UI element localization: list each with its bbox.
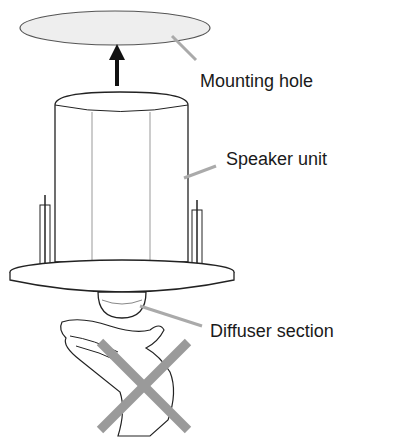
leader-line [140,306,202,326]
part-label: Diffuser section [210,322,334,342]
body-seam [92,112,93,262]
flange-rim [10,272,234,292]
speaker-top-edge [55,105,188,112]
arrow-shaft [115,56,119,86]
prohibited-mark [100,342,188,430]
speaker-body [55,92,188,262]
body-seam [150,112,151,262]
leader-line [184,166,216,178]
part-label: Mounting hole [200,72,313,92]
leader-line [172,36,196,60]
mount-screw [44,195,46,265]
arrow-head [109,44,125,60]
mounting-hole [20,11,210,45]
diffuser-edge [102,300,142,304]
prohibited-mark [100,342,188,430]
diffuser [98,292,146,318]
mount-screw [196,200,198,265]
part-label: Speaker unit [226,150,327,170]
